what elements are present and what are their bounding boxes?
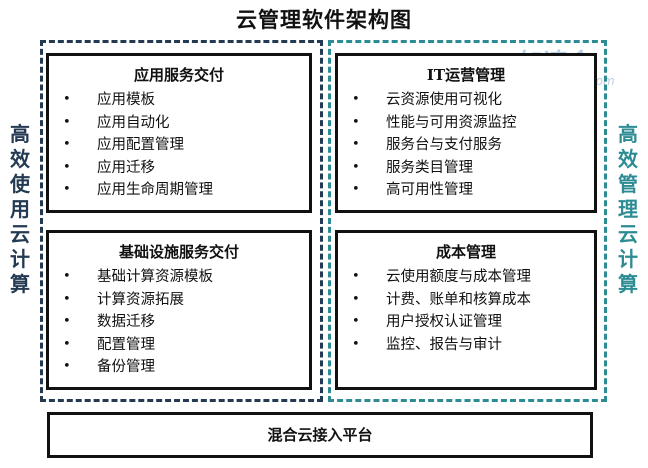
list-item-label: 应用生命周期管理	[97, 182, 213, 198]
list-item: • 配置管理	[63, 334, 309, 357]
list-item: • 应用迁移	[63, 157, 309, 180]
list-item-label: 监控、报告与审计	[386, 336, 502, 353]
box-item-list: • 云使用额度与成本管理 • 计费、账单和核算成本 • 用户授权认证管理 • 监控、报告…	[338, 266, 594, 356]
list-item-label: 备份管理	[97, 359, 155, 375]
side-label-char: 算	[618, 272, 638, 296]
list-item: • 计费、账单和核算成本	[352, 289, 594, 312]
side-label-left: 高效使用云计算	[4, 122, 36, 297]
box-title: 基础设施服务交付	[118, 243, 239, 261]
diagram-title: 云管理软件架构图	[236, 7, 412, 32]
list-item-label: 计算资源拓展	[97, 291, 184, 308]
list-item: • 基础计算资源模板	[63, 266, 309, 289]
bullet-icon: •	[63, 314, 71, 329]
bullet-icon: •	[63, 336, 71, 352]
side-label-char: 效	[618, 147, 638, 171]
list-item-label: 用户授权认证管理	[386, 314, 502, 330]
bullet-icon: •	[352, 137, 360, 152]
box-infrastructure-service-delivery: 基础设施服务交付 • 基础计算资源模板 • 计算资源拓展 • 数据迁移 • 配置管理 •…	[46, 230, 312, 390]
list-item: • 云资源使用可视化	[352, 89, 594, 112]
box-item-list: • 云资源使用可视化 • 性能与可用资源监控 • 服务台与支付服务 • 服务类目管理 •…	[338, 89, 594, 202]
list-item-label: 数据迁移	[97, 314, 155, 330]
side-label-char: 效	[10, 147, 30, 171]
list-item: • 用户授权认证管理	[352, 311, 594, 334]
right-dashed-region	[328, 40, 607, 402]
box-app-service-delivery: 应用服务交付 • 应用模板 • 应用自动化 • 应用配置管理 • 应用迁移 • 应用生命周…	[46, 53, 312, 213]
box-title: IT运营管理	[426, 66, 506, 84]
side-label-char: 使	[10, 172, 30, 196]
box-title: 成本管理	[435, 243, 496, 261]
list-item: • 数据迁移	[63, 311, 309, 334]
bullet-icon: •	[63, 269, 71, 284]
bullet-icon: •	[352, 269, 360, 284]
box-it-operations: IT运营管理 • 云资源使用可视化 • 性能与可用资源监控 • 服务台与支付服务 • 服…	[335, 53, 597, 213]
side-label-char: 管	[618, 172, 638, 196]
bullet-icon: •	[63, 159, 71, 175]
side-label-char: 计	[10, 247, 30, 271]
side-label-char: 计	[618, 247, 638, 271]
box-title: 应用服务交付	[133, 66, 224, 84]
box-item-list: • 应用模板 • 应用自动化 • 应用配置管理 • 应用迁移 • 应用生命周期管理	[49, 89, 309, 202]
list-item-label: 高可用性管理	[386, 182, 473, 198]
list-item: • 应用配置管理	[63, 134, 309, 157]
list-item-label: 云资源使用可视化	[386, 92, 502, 108]
bullet-icon: •	[63, 137, 71, 152]
side-label-char: 高	[618, 122, 638, 146]
bullet-icon: •	[352, 182, 360, 197]
bullet-icon: •	[63, 114, 71, 130]
side-label-char: 高	[10, 122, 30, 146]
bullet-icon: •	[63, 291, 71, 307]
list-item: • 高可用性管理	[352, 179, 594, 202]
list-item-label: 配置管理	[97, 336, 155, 353]
side-label-char: 云	[618, 222, 638, 246]
list-item: • 应用自动化	[63, 112, 309, 135]
list-item-label: 服务类目管理	[386, 159, 473, 176]
list-item: • 服务台与支付服务	[352, 134, 594, 157]
bullet-icon: •	[352, 159, 360, 175]
list-item: • 服务类目管理	[352, 157, 594, 180]
list-item-label: 基础计算资源模板	[97, 269, 213, 285]
bullet-icon: •	[63, 92, 71, 107]
side-label-char: 理	[618, 197, 638, 221]
list-item-label: 应用配置管理	[97, 137, 184, 153]
side-label-char: 云	[10, 222, 30, 246]
list-item-label: 性能与可用资源监控	[386, 114, 517, 131]
bullet-icon: •	[352, 114, 360, 130]
side-label-char: 算	[10, 272, 30, 296]
side-label-right: 高效管理云计算	[612, 122, 644, 297]
list-item: • 应用模板	[63, 89, 309, 112]
left-dashed-region	[40, 40, 323, 402]
list-item-label: 应用自动化	[97, 114, 170, 131]
box-item-list: • 基础计算资源模板 • 计算资源拓展 • 数据迁移 • 配置管理 • 备份管理	[49, 266, 309, 379]
list-item-label: 云使用额度与成本管理	[386, 269, 531, 285]
bullet-icon: •	[352, 92, 360, 107]
bullet-icon: •	[63, 182, 71, 197]
list-item-label: 应用迁移	[97, 159, 155, 176]
bullet-icon: •	[352, 314, 360, 329]
bullet-icon: •	[352, 291, 360, 307]
list-item: • 监控、报告与审计	[352, 334, 594, 357]
list-item: • 性能与可用资源监控	[352, 112, 594, 135]
list-item-label: 服务台与支付服务	[386, 137, 502, 153]
list-item-label: 计费、账单和核算成本	[386, 291, 531, 308]
hybrid-cloud-access-platform: 混合云接入平台	[47, 412, 593, 458]
side-label-char: 用	[10, 197, 30, 221]
list-item: • 备份管理	[63, 356, 309, 379]
box-cost-management: 成本管理 • 云使用额度与成本管理 • 计费、账单和核算成本 • 用户授权认证管理 •…	[335, 230, 597, 390]
bullet-icon: •	[63, 359, 71, 374]
list-item-label: 应用模板	[97, 92, 155, 108]
bullet-icon: •	[352, 336, 360, 352]
list-item: • 应用生命周期管理	[63, 179, 309, 202]
list-item: • 计算资源拓展	[63, 289, 309, 312]
list-item: • 云使用额度与成本管理	[352, 266, 594, 289]
